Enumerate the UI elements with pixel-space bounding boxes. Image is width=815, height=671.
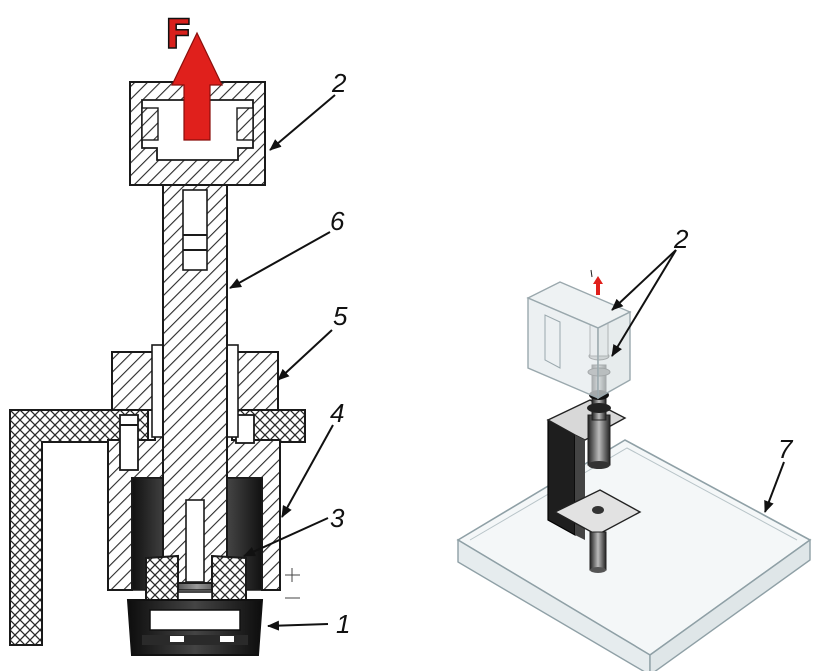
callout-3: 3 bbox=[330, 503, 345, 533]
callout-2-left: 2 bbox=[331, 68, 347, 98]
callout-2-right: 2 bbox=[673, 224, 689, 254]
section-view: F 2 6 5 4 3 1 bbox=[9, 11, 350, 656]
callout-7: 7 bbox=[778, 434, 794, 464]
callout-5: 5 bbox=[333, 301, 348, 331]
small-force-arrow-icon bbox=[593, 276, 603, 295]
isometric-view: 2 7 bbox=[456, 224, 812, 671]
left-bolt bbox=[119, 414, 139, 471]
force-label: F bbox=[165, 12, 192, 58]
rod-bottom-pin bbox=[185, 499, 205, 583]
base-plate-part-7 bbox=[456, 439, 812, 656]
bracket-rod bbox=[589, 531, 607, 571]
callout-6: 6 bbox=[330, 206, 345, 236]
nut-part-5-right bbox=[231, 351, 279, 411]
callout-4: 4 bbox=[330, 398, 344, 428]
rod-thread-hole bbox=[182, 189, 208, 271]
nut-part-5 bbox=[111, 351, 159, 411]
force-arrow-icon bbox=[171, 31, 223, 141]
callout-1: 1 bbox=[336, 609, 350, 639]
